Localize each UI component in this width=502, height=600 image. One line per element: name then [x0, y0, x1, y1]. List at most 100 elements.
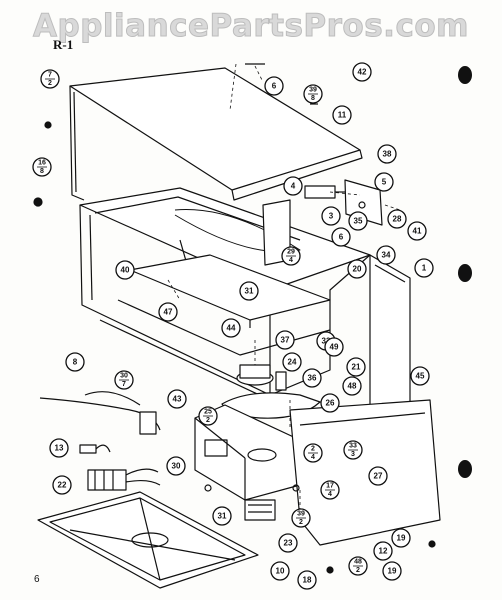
callout-44: 44	[221, 318, 241, 338]
callout-circle	[374, 172, 394, 192]
callout-circle	[278, 533, 298, 553]
callout-34: 34	[376, 245, 396, 265]
switch-part	[304, 185, 345, 199]
callout-part-number: 6	[272, 82, 277, 91]
callout-part-number: 35	[354, 217, 363, 226]
callout-19: 19	[391, 528, 411, 548]
callout-16-8: 168	[32, 157, 52, 177]
callout-quantity: 8	[311, 95, 315, 102]
callout-8: 8	[65, 352, 85, 372]
fan-part	[236, 364, 287, 391]
callout-13: 13	[49, 438, 69, 458]
callout-quantity: 4	[328, 491, 332, 498]
power-cord-part	[39, 391, 161, 435]
callout-part-number: 7	[48, 72, 52, 79]
callout-40: 40	[115, 260, 135, 280]
callout-23: 23	[278, 533, 298, 553]
diagram-label: R-1	[53, 37, 74, 52]
callout-part-number: 40	[121, 266, 130, 275]
callout-circle	[376, 245, 396, 265]
callout-part-number: 33	[349, 443, 357, 450]
callout-42: 42	[352, 62, 372, 82]
drip-tray-part	[37, 491, 259, 589]
callout-part-number: 1	[422, 264, 427, 273]
callout-quantity: 3	[351, 451, 355, 458]
callout-circle	[49, 438, 69, 458]
binder-hole-bottom	[458, 460, 472, 478]
callout-quantity: 4	[311, 454, 315, 461]
callout-circle	[346, 357, 366, 377]
callout-35: 35	[348, 211, 368, 231]
callout-circle	[166, 456, 186, 476]
callout-36: 36	[302, 368, 322, 388]
callout-circle	[264, 76, 284, 96]
callout-part-number: 28	[393, 215, 402, 224]
callout-22: 22	[52, 475, 72, 495]
front-panel-part	[289, 399, 441, 546]
callout-circle	[347, 259, 367, 279]
callout-48: 48	[342, 376, 362, 396]
callout-39-2: 392	[291, 508, 311, 528]
callout-circle	[221, 318, 241, 338]
callout-47: 47	[158, 302, 178, 322]
callout-4: 4	[283, 176, 303, 196]
callout-10: 10	[270, 561, 290, 581]
callout-part-number: 24	[288, 358, 297, 367]
callout-26: 26	[320, 393, 340, 413]
callout-part-number: 19	[397, 534, 406, 543]
callout-31: 31	[239, 281, 259, 301]
callout-circle	[414, 258, 434, 278]
leader-lines	[167, 63, 401, 510]
callout-part-number: 18	[303, 576, 312, 585]
callout-circle	[368, 466, 388, 486]
callout-circle	[297, 570, 317, 590]
callout-part-number: 4	[291, 182, 296, 191]
callout-part-number: 43	[173, 395, 182, 404]
callout-part-number: 29	[287, 249, 295, 256]
callout-31b: 31	[212, 506, 232, 526]
callout-3: 3	[321, 206, 341, 226]
callout-part-number: 16	[38, 160, 46, 167]
callout-circle	[239, 281, 259, 301]
callout-circle	[348, 211, 368, 231]
callout-quantity: 8	[40, 168, 44, 175]
callout-quantity: 4	[289, 257, 293, 264]
callout-part-number: 22	[58, 481, 67, 490]
callout-27: 27	[368, 466, 388, 486]
page-number: 6	[34, 574, 40, 585]
callout-circle	[115, 260, 135, 280]
callout-part-number: 12	[379, 547, 388, 556]
callout-circle	[387, 209, 407, 229]
callout-part-number: 10	[276, 567, 285, 576]
callout-part-number: 47	[164, 308, 173, 317]
callout-part-number: 30	[172, 462, 181, 471]
callout-circle	[407, 221, 427, 241]
callout-part-number: 21	[352, 363, 361, 372]
callout-part-number: 48	[348, 382, 357, 391]
callout-part-number: 13	[55, 444, 64, 453]
callout-part-number: 42	[358, 68, 367, 77]
callout-circle	[352, 62, 372, 82]
callout-43: 43	[167, 389, 187, 409]
callout-circle	[158, 302, 178, 322]
callout-quantity: 2	[48, 80, 52, 87]
callout-quantity: 2	[299, 519, 303, 526]
callout-part-number: 37	[281, 336, 290, 345]
callout-part-number: 39	[297, 511, 305, 518]
callout-part-number: 32	[322, 337, 331, 346]
callout-circle	[391, 528, 411, 548]
callout-circle	[302, 368, 322, 388]
callout-2-4: 24	[303, 443, 323, 463]
callout-part-number: 27	[374, 472, 383, 481]
wire-connector-part	[79, 444, 111, 454]
callout-part-number: 25	[204, 409, 212, 416]
callout-part-number: 36	[308, 374, 317, 383]
callout-30-7: 307	[114, 370, 134, 390]
callout-circle	[324, 337, 344, 357]
callout-6: 6	[264, 76, 284, 96]
callout-circle	[212, 506, 232, 526]
callout-39-8: 398	[303, 84, 323, 104]
callout-part-number: 31	[218, 512, 227, 521]
callout-circle	[275, 330, 295, 350]
